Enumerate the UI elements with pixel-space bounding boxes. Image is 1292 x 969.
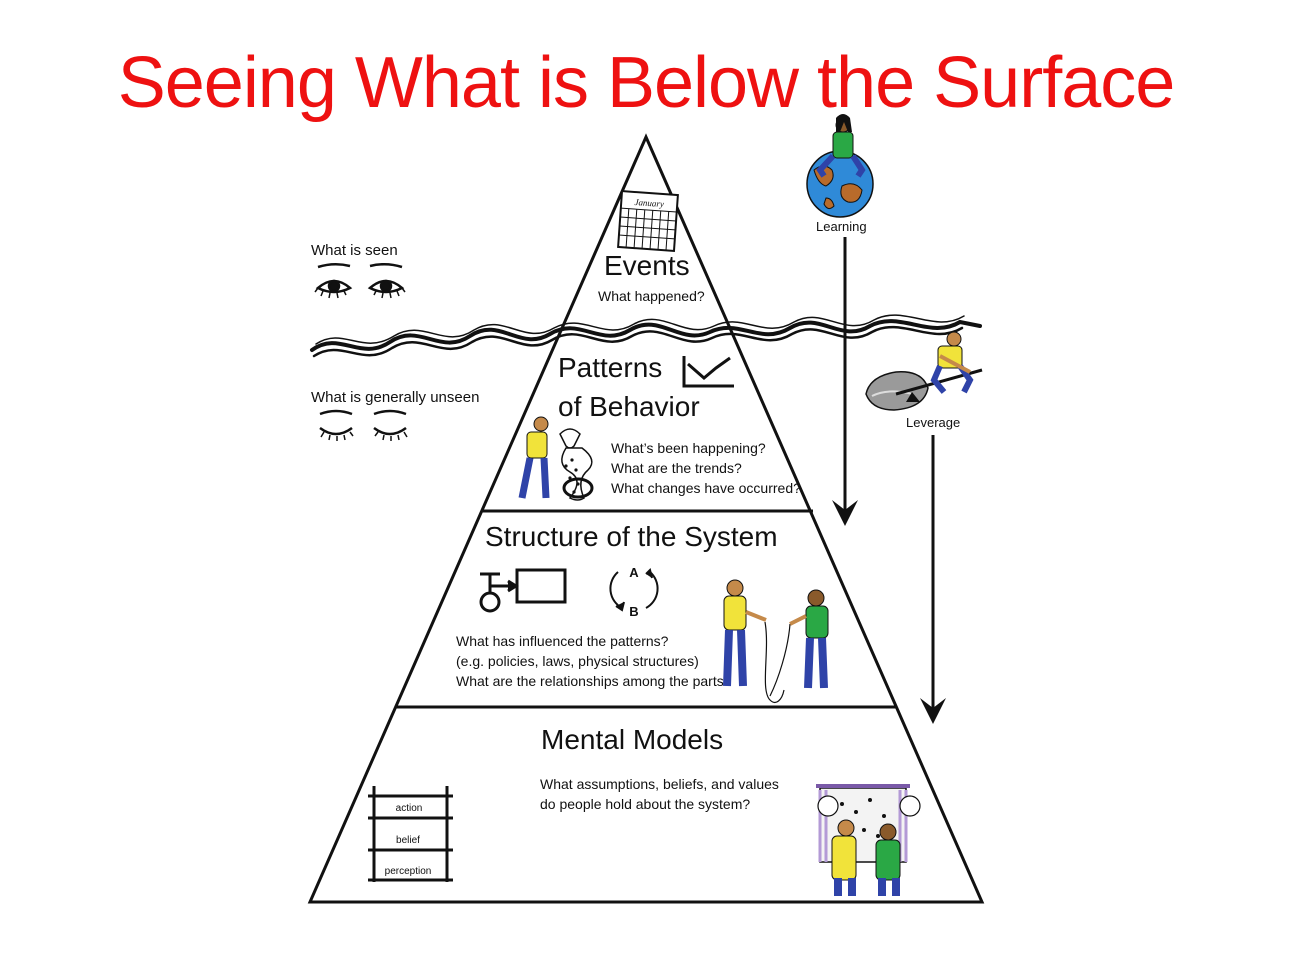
patterns-question: What changes have occurred?	[611, 480, 801, 496]
stock-flow-icon	[479, 568, 567, 613]
structure-question: What has influenced the patterns?	[456, 633, 669, 649]
trend-chart-icon	[682, 356, 734, 388]
what-is-seen-label: What is seen	[311, 242, 398, 259]
calendar-icon: January	[617, 190, 679, 252]
learning-label: Learning	[816, 219, 867, 234]
mental-models-question: What assumptions, beliefs, and values	[540, 776, 779, 792]
mental-models-heading: Mental Models	[541, 724, 724, 755]
loop-label-b: B	[629, 604, 638, 619]
calendar-month-label: January	[634, 197, 664, 209]
ladder-action-label: action	[396, 803, 423, 814]
structure-question: (e.g. policies, laws, physical structure…	[456, 653, 699, 669]
learning-arrow	[832, 237, 858, 526]
ladder-perception-label: perception	[385, 866, 432, 877]
structure-people-icon	[723, 579, 829, 703]
waterline	[310, 314, 982, 358]
open-eyes-icon	[314, 263, 406, 299]
leverage-lever-person-icon	[865, 331, 983, 411]
patterns-question: What’s been happening?	[611, 440, 766, 456]
mental-models-people-icon	[816, 784, 921, 896]
pyramid-outline	[307, 133, 985, 904]
events-heading: Events	[604, 250, 690, 281]
learning-globe-person-icon	[806, 114, 874, 218]
ladder-of-inference-icon: action belief perception	[368, 786, 453, 882]
closed-eyes-icon	[319, 409, 408, 441]
page-title: Seeing What is Below the Surface	[117, 43, 1176, 123]
loop-label-a: A	[629, 565, 639, 580]
leverage-label: Leverage	[906, 415, 961, 430]
structure-question: What are the relationships among the par…	[456, 673, 732, 689]
structure-heading: Structure of the System	[485, 521, 778, 552]
patterns-person-icon	[518, 416, 594, 501]
patterns-heading-line-1: Patterns	[558, 352, 663, 383]
what-is-unseen-label: What is generally unseen	[311, 389, 480, 406]
patterns-question: What are the trends?	[611, 460, 742, 476]
patterns-heading-line-2: of Behavior	[558, 391, 700, 422]
feedback-loop-icon: A B	[609, 565, 659, 619]
leverage-arrow	[920, 435, 946, 724]
ladder-belief-label: belief	[396, 835, 420, 846]
mental-models-question: do people hold about the system?	[540, 796, 751, 812]
events-question: What happened?	[598, 288, 705, 304]
